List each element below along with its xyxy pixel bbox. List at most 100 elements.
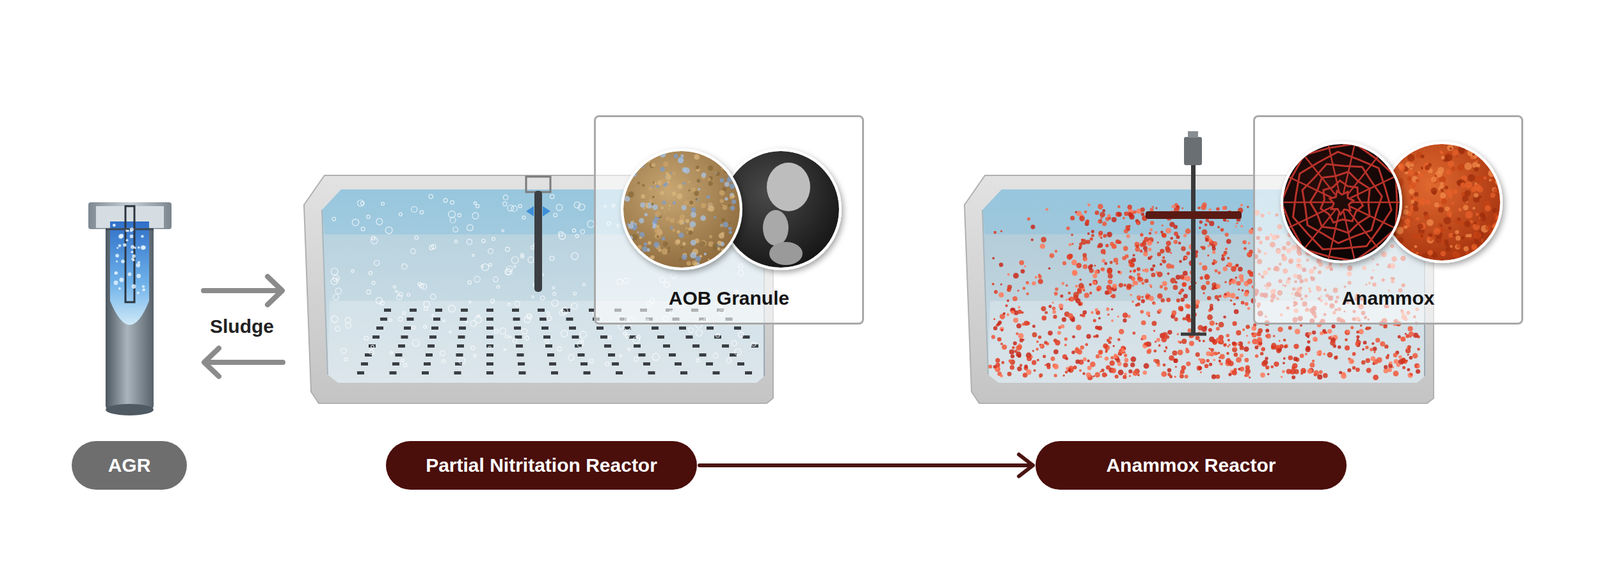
- anammox-particle: [1208, 327, 1213, 332]
- bubble: [115, 253, 120, 258]
- anammox-particle: [1143, 245, 1148, 251]
- bubble: [458, 357, 466, 365]
- bubble: [481, 264, 484, 268]
- anammox-particle: [1218, 356, 1221, 359]
- anammox-particle: [1208, 208, 1211, 211]
- granule-dot: [728, 230, 733, 234]
- diffuser: [543, 335, 551, 339]
- bubble: [731, 340, 737, 346]
- anammox-particle: [1109, 360, 1115, 366]
- anammox-particle: [1337, 345, 1342, 350]
- diffuser: [668, 353, 676, 357]
- anammox-particle: [1086, 372, 1092, 378]
- diffuser: [458, 326, 466, 330]
- bubble: [401, 359, 404, 362]
- anammox-particle: [1064, 337, 1068, 341]
- anammox-particle: [1095, 210, 1100, 216]
- anammox-particle: [1277, 326, 1283, 332]
- anammox-particle: [1238, 273, 1244, 280]
- bubble: [561, 307, 568, 315]
- bubble: [688, 327, 694, 333]
- anammox-particle: [1398, 355, 1403, 360]
- anammox-particle: [1243, 291, 1248, 297]
- anammox-particle: [1205, 238, 1209, 242]
- anammox-particle: [1001, 360, 1005, 365]
- anammox-particle: [1216, 327, 1220, 331]
- anammox-particle: [1218, 359, 1222, 363]
- anammox-particle: [1201, 229, 1208, 235]
- anammox-particle: [1025, 280, 1030, 285]
- anammox-particle: [1013, 341, 1017, 345]
- anammox-particle: [1209, 306, 1214, 311]
- anammox-particle: [1412, 352, 1419, 359]
- anammox-particle: [1224, 280, 1227, 284]
- anammox-particle: [1018, 343, 1021, 345]
- anammox-particle: [1327, 352, 1334, 358]
- anammox-particle: [1136, 295, 1142, 300]
- granule-dot: [719, 190, 726, 196]
- diffuser: [699, 353, 707, 357]
- anammox-particle: [1169, 251, 1172, 254]
- anammox-particle: [1107, 340, 1112, 344]
- anammox-particle: [1085, 219, 1090, 224]
- anammox-particle: [1082, 372, 1085, 376]
- anammox-particle: [1406, 359, 1408, 362]
- bubble: [136, 291, 140, 295]
- anammox-particle: [1065, 298, 1068, 301]
- bubble: [652, 353, 660, 361]
- granule-dot: [634, 161, 640, 166]
- anammox-particle: [1020, 268, 1026, 274]
- anammox-particle: [1204, 223, 1208, 226]
- anammox-particle: [1041, 305, 1047, 312]
- anammox-particle: [1107, 268, 1113, 274]
- granule-dot: [620, 162, 628, 169]
- aob-photo: [620, 148, 743, 271]
- diffuser: [512, 308, 520, 312]
- bubble: [465, 320, 468, 323]
- anammox-particle: [1006, 287, 1012, 292]
- granule-dot: [667, 249, 671, 253]
- anammox-particle: [1092, 280, 1097, 285]
- anammox-particle: [1243, 346, 1249, 352]
- anammox-particle: [1052, 309, 1056, 314]
- bubble: [407, 293, 411, 297]
- diffuser: [425, 353, 433, 357]
- bubble: [507, 204, 514, 211]
- anammox-particle: [1154, 231, 1158, 234]
- anammox-particle: [1149, 228, 1153, 232]
- anammox-particle: [1246, 205, 1250, 208]
- anammox-particle: [1207, 245, 1211, 248]
- anammox-particle: [1122, 318, 1127, 323]
- sludge-arrow-left: [204, 348, 283, 377]
- bubble: [581, 339, 584, 343]
- diffuser: [705, 362, 713, 366]
- bubble: [492, 237, 496, 241]
- anammox-particle: [1150, 267, 1154, 272]
- anammox-particle: [1164, 245, 1170, 251]
- diffuser: [547, 353, 555, 357]
- anammox-particle: [1112, 344, 1115, 347]
- anammox-particle: [1174, 317, 1179, 322]
- anammox-particle: [1150, 268, 1153, 271]
- anammox-particle: [1370, 355, 1376, 361]
- anammox-particle: [1181, 207, 1184, 210]
- anammox-particle: [1132, 254, 1136, 257]
- anammox-particle: [1122, 375, 1127, 379]
- anammox-particle: [1157, 252, 1161, 256]
- diffuser: [633, 344, 641, 348]
- anammox-particle: [1217, 225, 1220, 229]
- anammox-particle: [1230, 292, 1236, 299]
- anammox-particle: [1153, 329, 1156, 332]
- anammox-particle: [1002, 312, 1006, 315]
- granule-dot: [624, 156, 631, 163]
- granule-dot: [628, 173, 633, 178]
- anammox-particle: [1322, 352, 1326, 356]
- anammox-particle: [1017, 309, 1023, 315]
- anammox-particle: [1173, 224, 1178, 230]
- diffuser: [551, 371, 559, 375]
- anammox-particle: [1180, 369, 1185, 374]
- bubble: [467, 224, 474, 232]
- granule-dot: [680, 204, 687, 210]
- diffuser: [486, 326, 494, 330]
- anammox-particle: [1173, 240, 1179, 245]
